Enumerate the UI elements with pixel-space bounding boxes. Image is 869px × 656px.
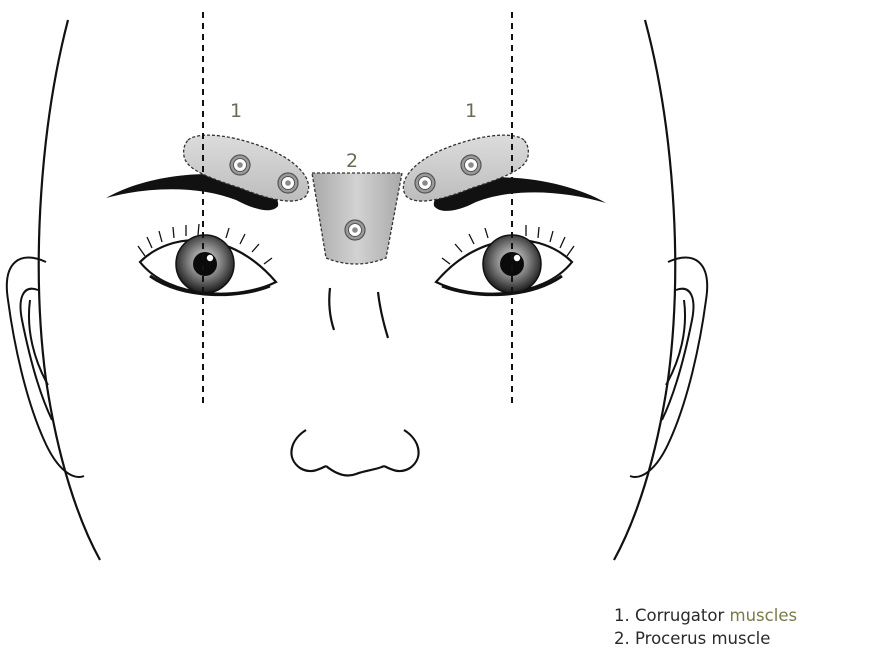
injection-point <box>415 173 435 193</box>
left-eye <box>138 224 276 295</box>
head-outline-left <box>39 20 100 560</box>
injection-point <box>461 155 481 175</box>
procerus-muscle <box>312 173 402 264</box>
legend-item-procerus: 2. Procerus muscle <box>614 627 797 650</box>
legend: 1. Corrugator muscles 2. Procerus muscle <box>614 604 797 650</box>
legend-item-corrugator-accent: muscles <box>730 606 798 625</box>
right-eye <box>436 225 574 295</box>
injection-point <box>345 220 365 240</box>
injection-point <box>230 155 250 175</box>
label-procerus: 2 <box>346 150 358 172</box>
nose <box>291 288 418 476</box>
injection-point <box>278 173 298 193</box>
legend-item-corrugator: 1. Corrugator muscles <box>614 604 797 627</box>
legend-item-corrugator-prefix: 1. Corrugator <box>614 606 730 625</box>
label-corrugator-right: 1 <box>465 100 477 122</box>
head-outline-right <box>614 20 675 560</box>
label-corrugator-left: 1 <box>230 100 242 122</box>
